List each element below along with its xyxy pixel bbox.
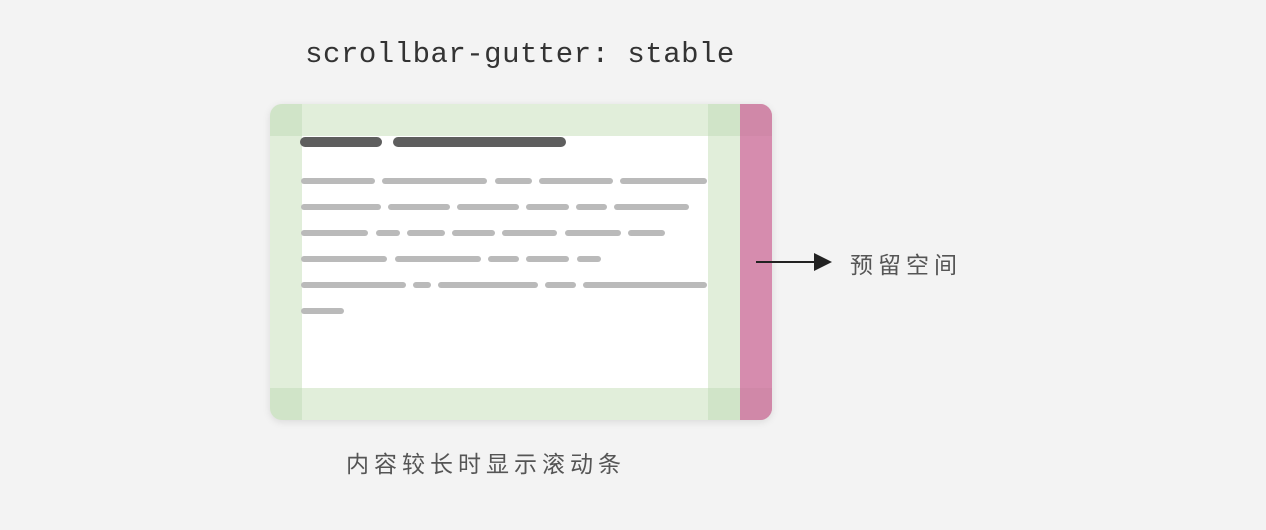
text-placeholder-bar [502,230,557,236]
reserved-space-label: 预留空间 [850,253,962,279]
padding-corner-bottom-right [708,388,740,420]
gutter-corner-top [740,104,772,136]
scrollbar-note-label: 内容较长时显示滚动条 [346,452,626,478]
padding-corner-top-left [270,104,302,136]
text-placeholder-bar [388,204,450,210]
text-placeholder-bar [614,204,689,210]
text-placeholder-bar [526,256,569,262]
arrow-right-icon [814,253,832,271]
text-placeholder-bar [376,230,400,236]
text-placeholder-bar [457,204,519,210]
text-placeholder-bar [539,178,613,184]
text-placeholder-bar [382,178,487,184]
text-placeholder-bar [407,230,445,236]
padding-corner-bottom-left [270,388,302,420]
text-placeholder-bar [620,178,707,184]
text-placeholder-bar [301,230,368,236]
gutter-corner-bottom [740,388,772,420]
text-placeholder-bar [452,230,495,236]
arrow-line [756,261,816,263]
text-placeholder-bar [495,178,532,184]
scroll-container [270,104,772,420]
text-placeholder-bar [628,230,665,236]
text-placeholder-bar [438,282,538,288]
text-placeholder-bar [301,256,387,262]
content-area [302,136,708,388]
text-placeholder-bar [301,282,406,288]
text-placeholder-bar [413,282,431,288]
text-placeholder-bar [577,256,601,262]
heading-placeholder-bar [300,137,382,147]
text-placeholder-bar [576,204,607,210]
diagram-title: scrollbar-gutter: stable [305,38,735,71]
text-placeholder-bar [301,308,344,314]
heading-placeholder-bar [393,137,566,147]
text-placeholder-bar [545,282,576,288]
text-placeholder-bar [526,204,569,210]
text-placeholder-bar [395,256,481,262]
text-placeholder-bar [565,230,621,236]
text-placeholder-bar [301,204,381,210]
padding-corner-top-right [708,104,740,136]
text-placeholder-bar [583,282,707,288]
text-placeholder-bar [488,256,519,262]
text-placeholder-bar [301,178,375,184]
